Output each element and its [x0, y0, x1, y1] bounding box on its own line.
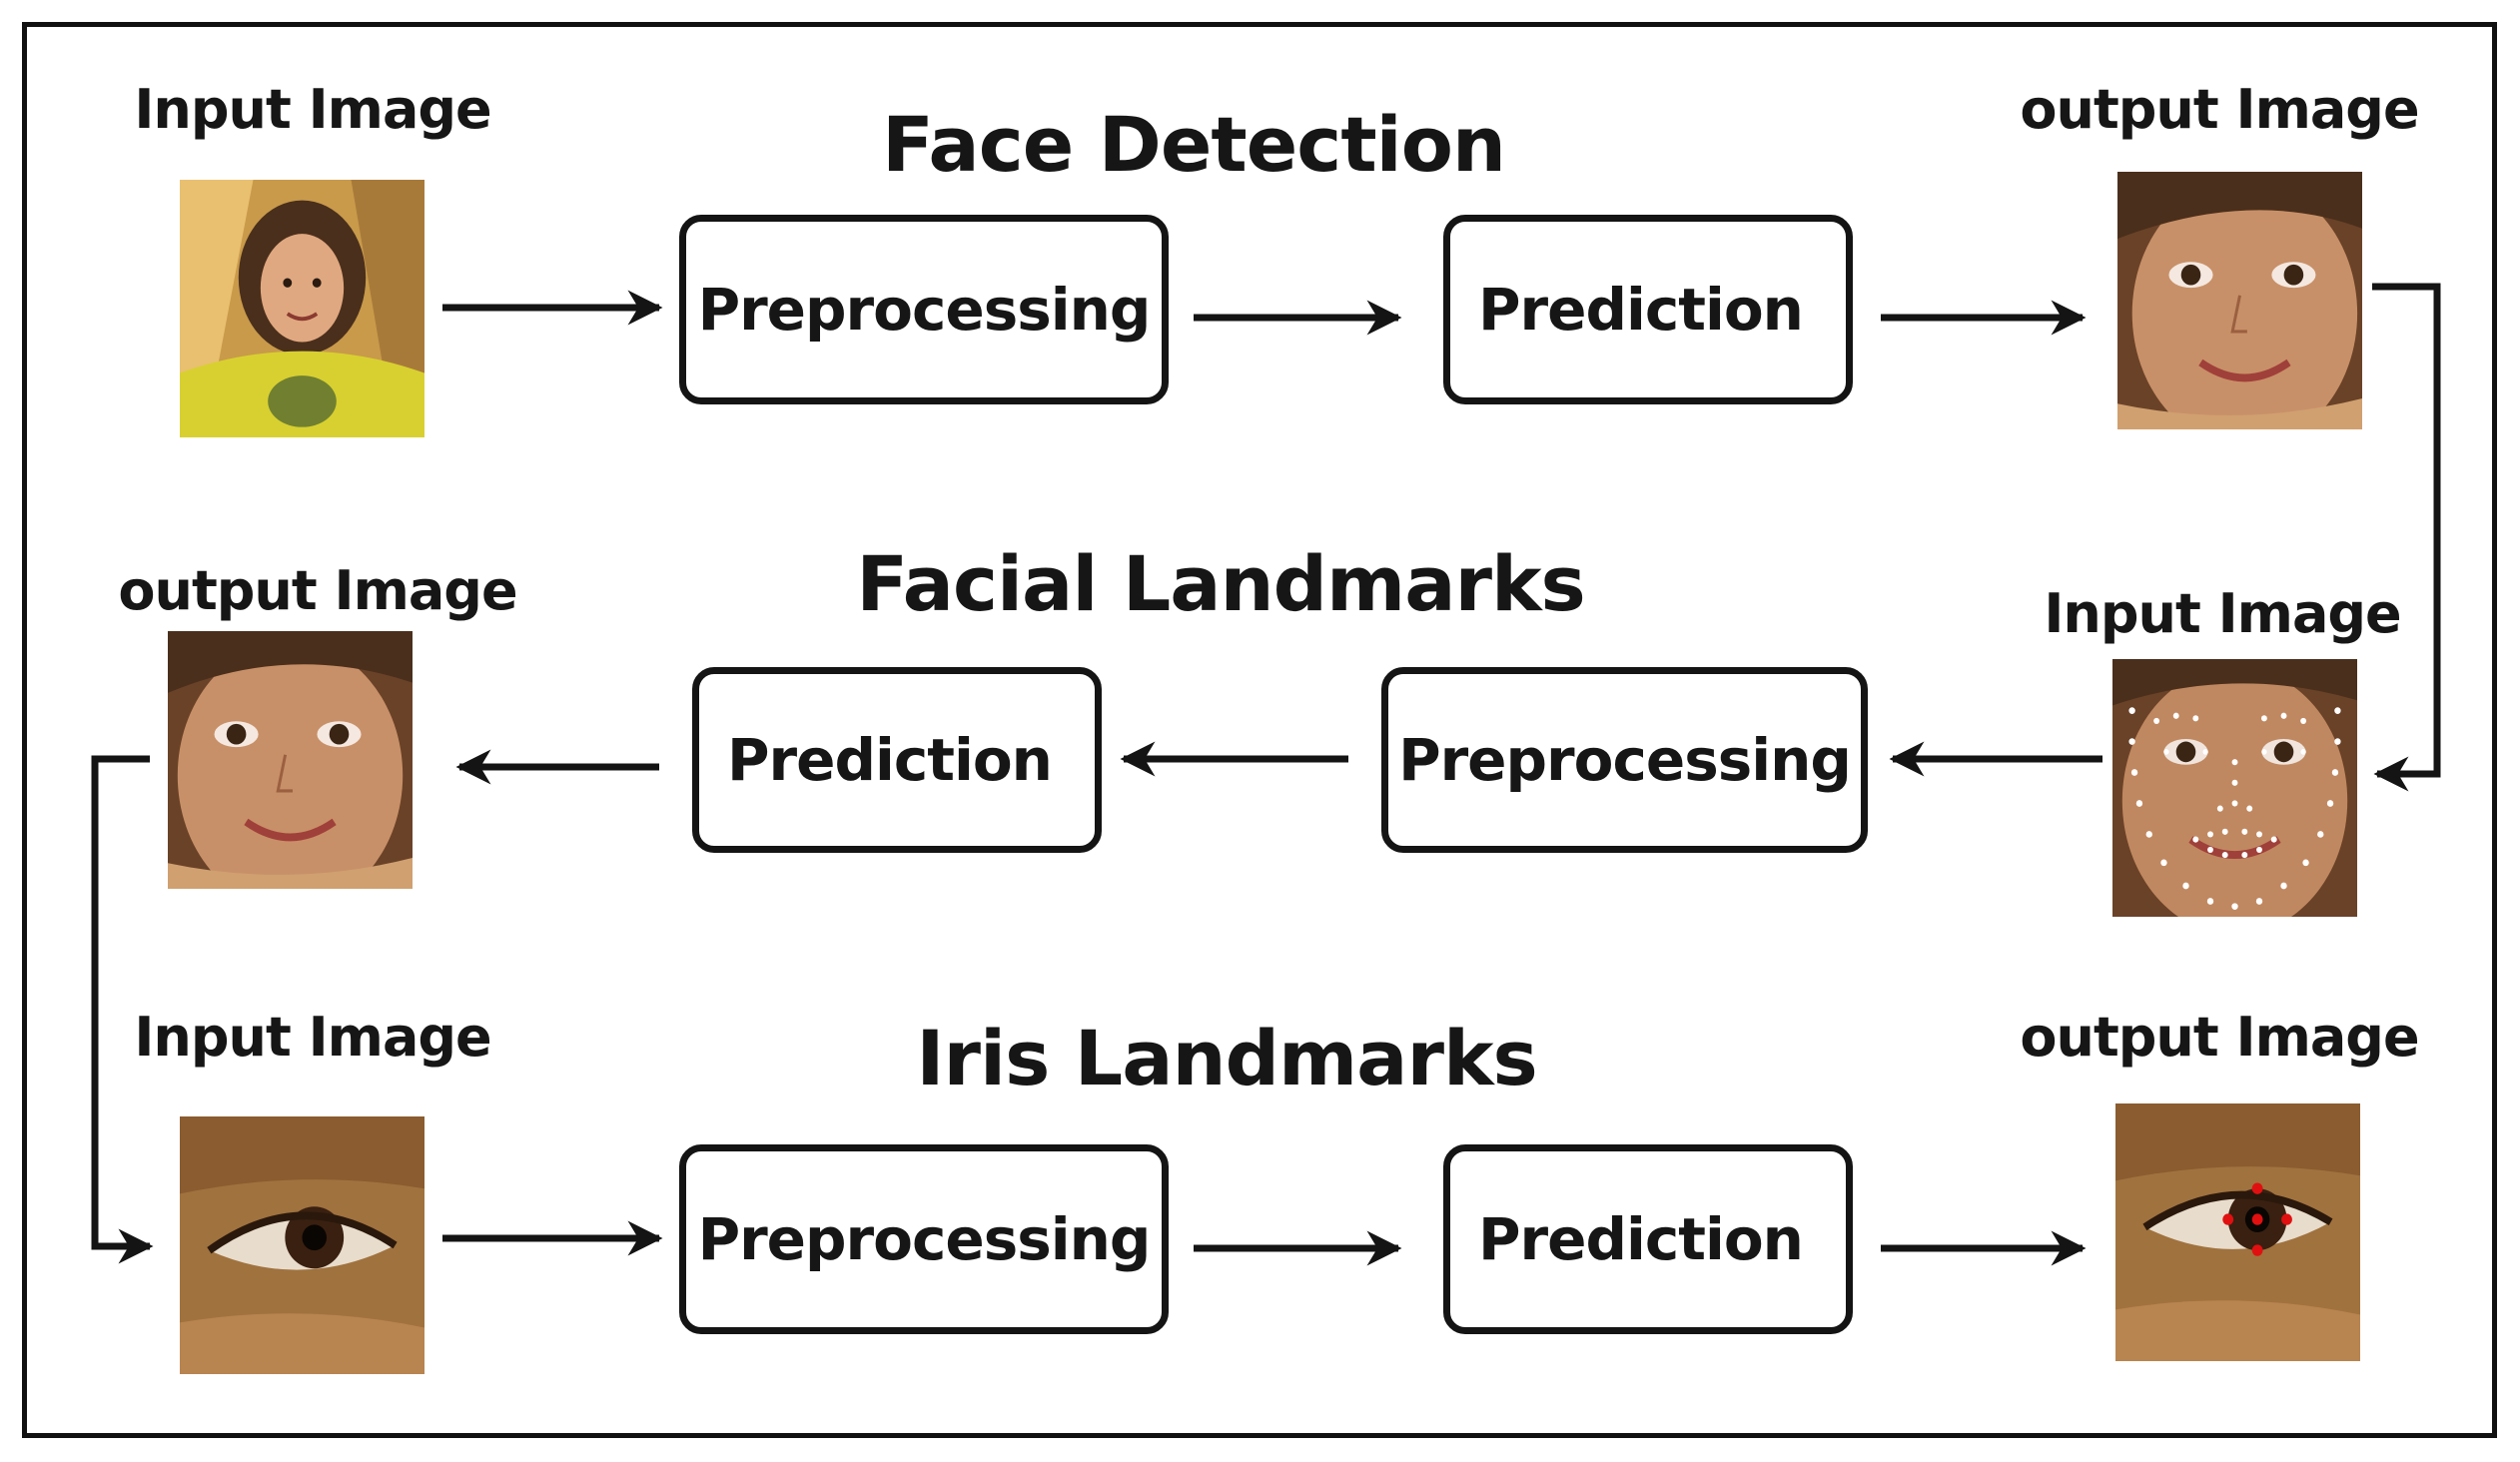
- facial-landmarks-output-caption: output Image: [118, 559, 517, 622]
- face-detection-preprocessing-box: Preprocessing: [679, 215, 1169, 404]
- iris-landmarks-prediction-box: Prediction: [1443, 1144, 1853, 1334]
- iris-landmarks-title: Iris Landmarks: [916, 1014, 1537, 1102]
- iris-landmarks-output-caption: output Image: [2020, 1006, 2419, 1069]
- iris-landmarks-preprocessing-box: Preprocessing: [679, 1144, 1169, 1334]
- facial-landmarks-preprocessing-box: Preprocessing: [1381, 667, 1868, 853]
- eye-crop-input-image: [180, 1116, 424, 1374]
- facial-landmarks-title: Facial Landmarks: [856, 539, 1586, 628]
- face-crop-output-image-2: [168, 631, 413, 889]
- facial-landmarks-prediction-label: Prediction: [727, 726, 1053, 794]
- face-crop-output-image: [2117, 172, 2362, 429]
- face-landmarks-input-image: [2112, 659, 2357, 917]
- face-detection-preprocessing-label: Preprocessing: [697, 276, 1152, 344]
- face-detection-input-caption: Input Image: [134, 78, 491, 141]
- facial-landmarks-input-caption: Input Image: [2044, 582, 2401, 645]
- arrow-row1-to-row2: [2372, 283, 2441, 792]
- face-detection-output-caption: output Image: [2020, 78, 2419, 141]
- face-detection-title: Face Detection: [881, 100, 1506, 189]
- face-detection-prediction-box: Prediction: [1443, 215, 1853, 404]
- arrow-row2-to-row3: [91, 755, 154, 1264]
- girl-photo-image: [180, 180, 424, 437]
- iris-landmarks-preprocessing-label: Preprocessing: [697, 1205, 1152, 1273]
- eye-iris-output-image: [2115, 1103, 2360, 1361]
- iris-landmarks-prediction-label: Prediction: [1478, 1205, 1804, 1273]
- face-detection-prediction-label: Prediction: [1478, 276, 1804, 344]
- diagram-border: [22, 22, 2497, 1438]
- facial-landmarks-preprocessing-label: Preprocessing: [1398, 726, 1852, 794]
- iris-landmarks-input-caption: Input Image: [134, 1006, 491, 1069]
- facial-landmarks-prediction-box: Prediction: [692, 667, 1102, 853]
